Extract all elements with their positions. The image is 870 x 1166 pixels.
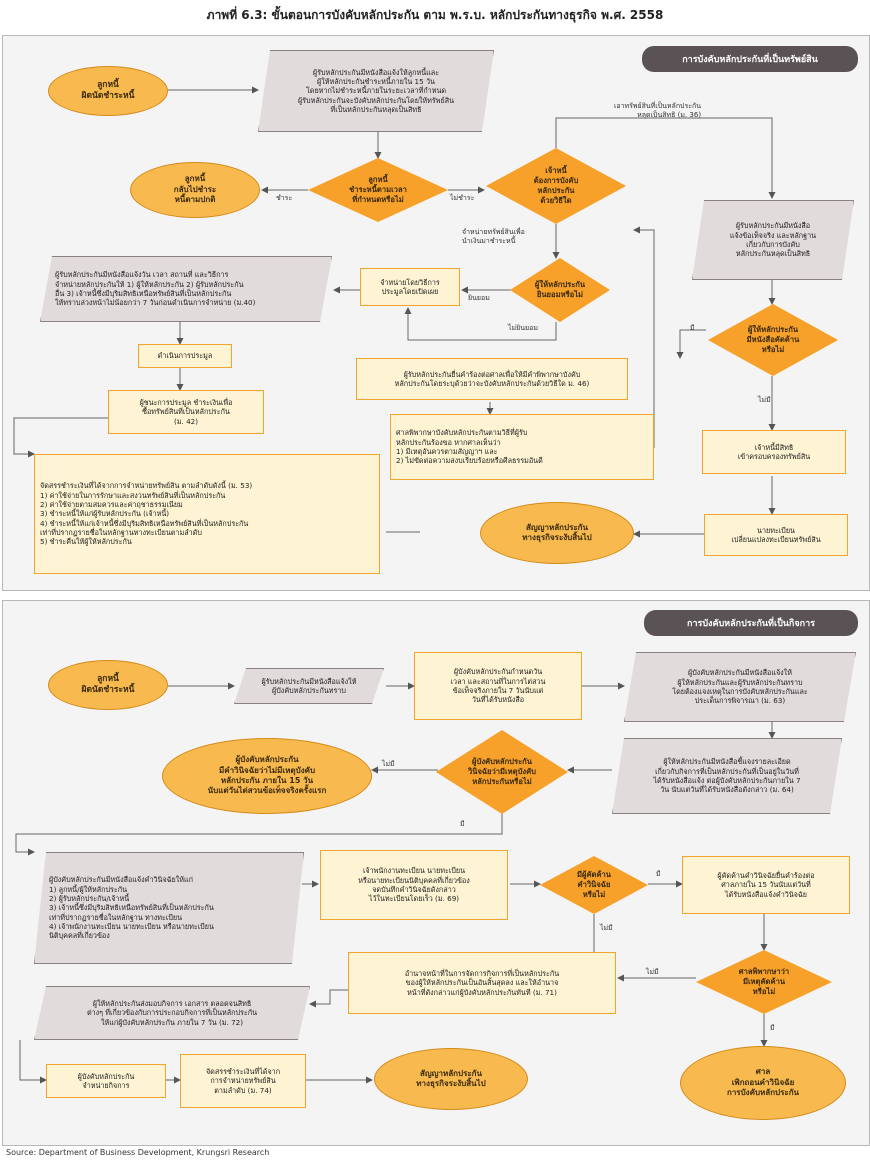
asset-contract-end: สัญญาหลักประกัน ทางธุรกิจระงับสิ้นไป xyxy=(480,502,634,564)
business-notify-decision: ผู้บังคับหลักประกันมีหนังสือแจ้งคำวินิจฉ… xyxy=(34,852,304,964)
business-label-yes-1: มี xyxy=(460,820,465,828)
business-notify-enforcer: ผู้รับหลักประกันมีหนังสือแจ้งให้ ผู้บังค… xyxy=(234,668,384,704)
business-debtor-default: ลูกหนี้ ผิดนัดชำระหนี้ xyxy=(48,660,168,710)
business-label-yes-2: มี xyxy=(656,870,661,878)
business-label-no-2: ไม่มี xyxy=(600,924,613,932)
asset-auction-notice: ผู้รับหลักประกันมีหนังสือแจ้งวัน เวลา สถ… xyxy=(40,256,332,322)
asset-debtor-default: ลูกหนี้ ผิดนัดชำระหนี้ xyxy=(48,66,168,116)
asset-label-no-consent: ไม่ยินยอม xyxy=(508,324,538,332)
asset-winner-pays: ผู้ชนะการประมูล ชำระเงินเพื่อ ซื้อทรัพย์… xyxy=(108,390,264,434)
asset-court-judgment: ศาลพิพากษาบังคับหลักประกันตามวิธีที่ผู้ร… xyxy=(390,414,654,480)
asset-public-auction: จำหน่ายโดยวิธีการ ประมูลโดยเปิดเผย xyxy=(360,268,460,306)
asset-label-foreclose: เอาทรัพย์สินที่เป็นหลักประกัน หลุดเป็นสิ… xyxy=(614,102,702,120)
asset-court-petition: ผู้รับหลักประกันยื่นคำร้องต่อศาลเพื่อให้… xyxy=(356,358,628,400)
business-sell-business: ผู้บังคับหลักประกัน จำหน่ายกิจการ xyxy=(46,1064,166,1098)
asset-label-not-pay: ไม่ชำระ xyxy=(450,194,475,202)
business-objector-petition: ผู้คัดค้านคำวินิจฉัยยื่นคำร้องต่อ ศาลภาย… xyxy=(682,856,850,914)
business-hand-over: ผู้ให้หลักประกันส่งมอบกิจการ เอกสาร ตลอด… xyxy=(34,986,310,1040)
business-label-no-3: ไม่มี xyxy=(646,968,659,976)
asset-section-banner: การบังคับหลักประกันที่เป็นทรัพย์สิน xyxy=(642,46,858,72)
business-label-no-1: ไม่มี xyxy=(382,760,395,768)
asset-label-no: ไม่มี xyxy=(758,396,771,404)
asset-label-yes: มี xyxy=(690,324,695,332)
business-section-banner: การบังคับหลักประกันที่เป็นกิจการ xyxy=(644,610,858,636)
asset-label-sell: จำหน่ายทรัพย์สินเพื่อ นำเงินมาชำระหนี้ xyxy=(462,228,525,246)
asset-creditor-ownership: เจ้าหนี้มีสิทธิ เข้าครอบครองทรัพย์สิน xyxy=(702,430,846,474)
asset-back-to-normal: ลูกหนี้ กลับไปชำระ หนี้ตามปกติ xyxy=(130,162,260,218)
asset-registrar-change: นายทะเบียน เปลี่ยนแปลงทะเบียนทรัพย์สิน xyxy=(704,514,848,556)
business-grantor-details: ผู้ให้หลักประกันมีหนังสือชี้แจงรายละเอีย… xyxy=(612,738,842,814)
asset-conduct-auction: ดำเนินการประมูล xyxy=(138,344,232,368)
source-note: Source: Department of Business Developme… xyxy=(6,1148,270,1157)
business-officer-record: เจ้าพนักงานทะเบียน นายทะเบียน หรือนายทะเ… xyxy=(320,850,508,920)
business-set-date: ผู้บังคับหลักประกันกำหนดวัน เวลา และสถาน… xyxy=(414,652,582,720)
asset-label-pay: ชำระ xyxy=(276,194,293,202)
business-court-revokes: ศาล เพิกถอนคำวินิจฉัย การบังคับหลักประกั… xyxy=(680,1046,846,1120)
business-enforcer-no-cause: ผู้บังคับหลักประกัน มีคำวินิจฉัยว่าไม่มี… xyxy=(162,738,372,814)
asset-label-consent: ยินยอม xyxy=(468,294,490,302)
business-label-yes-3: มี xyxy=(770,1024,775,1032)
asset-distribution: จัดสรรชำระเงินที่ได้จากการจำหน่ายทรัพย์ส… xyxy=(34,454,380,574)
page-title: ภาพที่ 6.3: ขั้นตอนการบังคับหลักประกัน ต… xyxy=(206,8,664,22)
business-notify-parties: ผู้บังคับหลักประกันมีหนังสือแจ้งให้ ผู้ใ… xyxy=(624,652,856,722)
business-distribution: จัดสรรชำระเงินที่ได้จาก การจำหน่ายทรัพย์… xyxy=(180,1054,306,1108)
asset-foreclosure-notice: ผู้รับหลักประกันมีหนังสือ แจ้งข้อเท็จจริ… xyxy=(692,200,854,280)
asset-notice-debtor: ผู้รับหลักประกันมีหนังสือแจ้งให้ลูกหนี้แ… xyxy=(258,50,494,132)
business-contract-end: สัญญาหลักประกัน ทางธุรกิจระงับสิ้นไป xyxy=(374,1048,528,1110)
business-management-power: อำนาจหน้าที่ในการจัดการกิจการที่เป็นหลัก… xyxy=(348,952,616,1014)
